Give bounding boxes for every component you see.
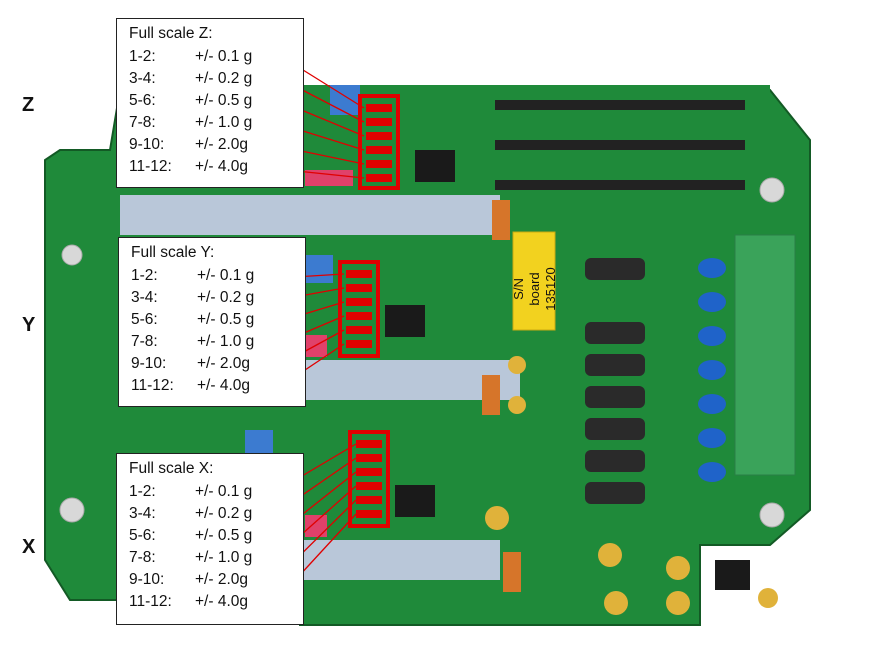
callout-row: 1-2: +/- 0.1 g [129, 481, 293, 503]
range-label: +/- 4.0g [195, 593, 248, 610]
terminal-block [734, 234, 796, 476]
pin-label: 9-10: [129, 571, 165, 588]
range-label: +/- 2.0g [197, 355, 250, 372]
range-label: +/- 0.2 g [195, 70, 253, 87]
range-label: +/- 4.0g [197, 377, 250, 394]
callout-row: 7-8: +/- 1.0 g [129, 547, 293, 569]
tantalum-capacitors [482, 200, 521, 592]
range-label: +/- 2.0g [195, 136, 248, 153]
axis-label-y: Y [22, 314, 36, 336]
callout-title: Full scale Z: [129, 25, 213, 42]
resistor-field [120, 195, 520, 580]
dip-switch-z [366, 104, 392, 182]
sn-sticker-line2: 135120 [543, 267, 558, 311]
pin-label: 9-10: [129, 136, 165, 153]
mounting-hole [759, 502, 785, 528]
range-label: +/- 1.0 g [195, 549, 253, 566]
range-label: +/- 2.0g [195, 571, 248, 588]
callout-row: 11-12: +/- 4.0g [129, 156, 293, 178]
axis-label-x: X [22, 536, 36, 558]
mounting-hole [59, 497, 85, 523]
sn-sticker-line1: S/N board [511, 272, 542, 306]
pin-label: 3-4: [129, 70, 156, 87]
pin-label: 5-6: [129, 527, 156, 544]
pin-label: 11-12: [129, 593, 172, 610]
callout-title: Full scale Y: [131, 244, 215, 261]
range-label: +/- 0.1 g [195, 483, 253, 500]
pin-label: 11-12: [129, 158, 172, 175]
callout-row: 9-10: +/- 2.0g [131, 353, 295, 375]
callout-row: 3-4: +/- 0.2 g [131, 287, 295, 309]
callout-row: 9-10: +/- 2.0g [129, 134, 293, 156]
dip-switch-highlight-x [348, 430, 390, 528]
pin-label: 5-6: [131, 311, 158, 328]
pin-label: 3-4: [129, 505, 156, 522]
pin-label: 11-12: [131, 377, 174, 394]
pin-label: 7-8: [129, 549, 156, 566]
callout-full-scale-y: Full scale Y: 1-2: +/- 0.1 g 3-4: +/- 0.2 … [118, 237, 306, 407]
dip-switch-highlight-z [358, 94, 400, 190]
blue-capacitors [698, 258, 726, 482]
range-label: +/- 0.1 g [195, 48, 253, 65]
callout-full-scale-x: Full scale X: 1-2: +/- 0.1 g 3-4: +/- 0.2 … [116, 453, 304, 625]
range-label: +/- 1.0 g [195, 114, 253, 131]
power-diodes [585, 258, 645, 504]
callout-row: 9-10: +/- 2.0g [129, 569, 293, 591]
callout-row: 3-4: +/- 0.2 g [129, 68, 293, 90]
callout-row: 11-12: +/- 4.0g [129, 591, 293, 613]
range-label: +/- 0.5 g [197, 311, 255, 328]
pin-label: 3-4: [131, 289, 158, 306]
callout-full-scale-z: Full scale Z: 1-2: +/- 0.1 g 3-4: +/- 0.2 … [116, 18, 304, 188]
pin-headers [495, 100, 745, 190]
pin-label: 1-2: [129, 483, 156, 500]
callout-row: 11-12: +/- 4.0g [131, 375, 295, 397]
dip-switch-x [356, 440, 382, 518]
callout-row: 5-6: +/- 0.5 g [131, 309, 295, 331]
callout-row: 1-2: +/- 0.1 g [129, 46, 293, 68]
pin-label: 1-2: [131, 267, 158, 284]
mounting-hole [759, 177, 785, 203]
callout-row: 3-4: +/- 0.2 g [129, 503, 293, 525]
range-label: +/- 4.0g [195, 158, 248, 175]
callout-row: 7-8: +/- 1.0 g [131, 331, 295, 353]
pin-label: 9-10: [131, 355, 167, 372]
callout-row: 7-8: +/- 1.0 g [129, 112, 293, 134]
dip-switch-y [346, 270, 372, 348]
range-label: +/- 0.5 g [195, 92, 253, 109]
callout-row: 5-6: +/- 0.5 g [129, 525, 293, 547]
axis-label-z: Z [22, 94, 35, 116]
pin-label: 1-2: [129, 48, 156, 65]
pin-label: 5-6: [129, 92, 156, 109]
callout-row: 1-2: +/- 0.1 g [131, 265, 295, 287]
dip-switch-highlight-y [338, 260, 380, 358]
range-label: +/- 0.2 g [195, 505, 253, 522]
range-label: +/- 0.1 g [197, 267, 255, 284]
range-label: +/- 0.2 g [197, 289, 255, 306]
pin-label: 7-8: [129, 114, 156, 131]
callout-row: 5-6: +/- 0.5 g [129, 90, 293, 112]
mounting-hole [61, 244, 83, 266]
pin-label: 7-8: [131, 333, 158, 350]
ic-chips [385, 150, 750, 590]
sn-sticker-text: S/N board 135120 [511, 261, 559, 317]
sn-sticker [512, 231, 556, 331]
range-label: +/- 1.0 g [197, 333, 255, 350]
callout-title: Full scale X: [129, 460, 214, 477]
range-label: +/- 0.5 g [195, 527, 253, 544]
yellow-capacitors [485, 356, 778, 615]
